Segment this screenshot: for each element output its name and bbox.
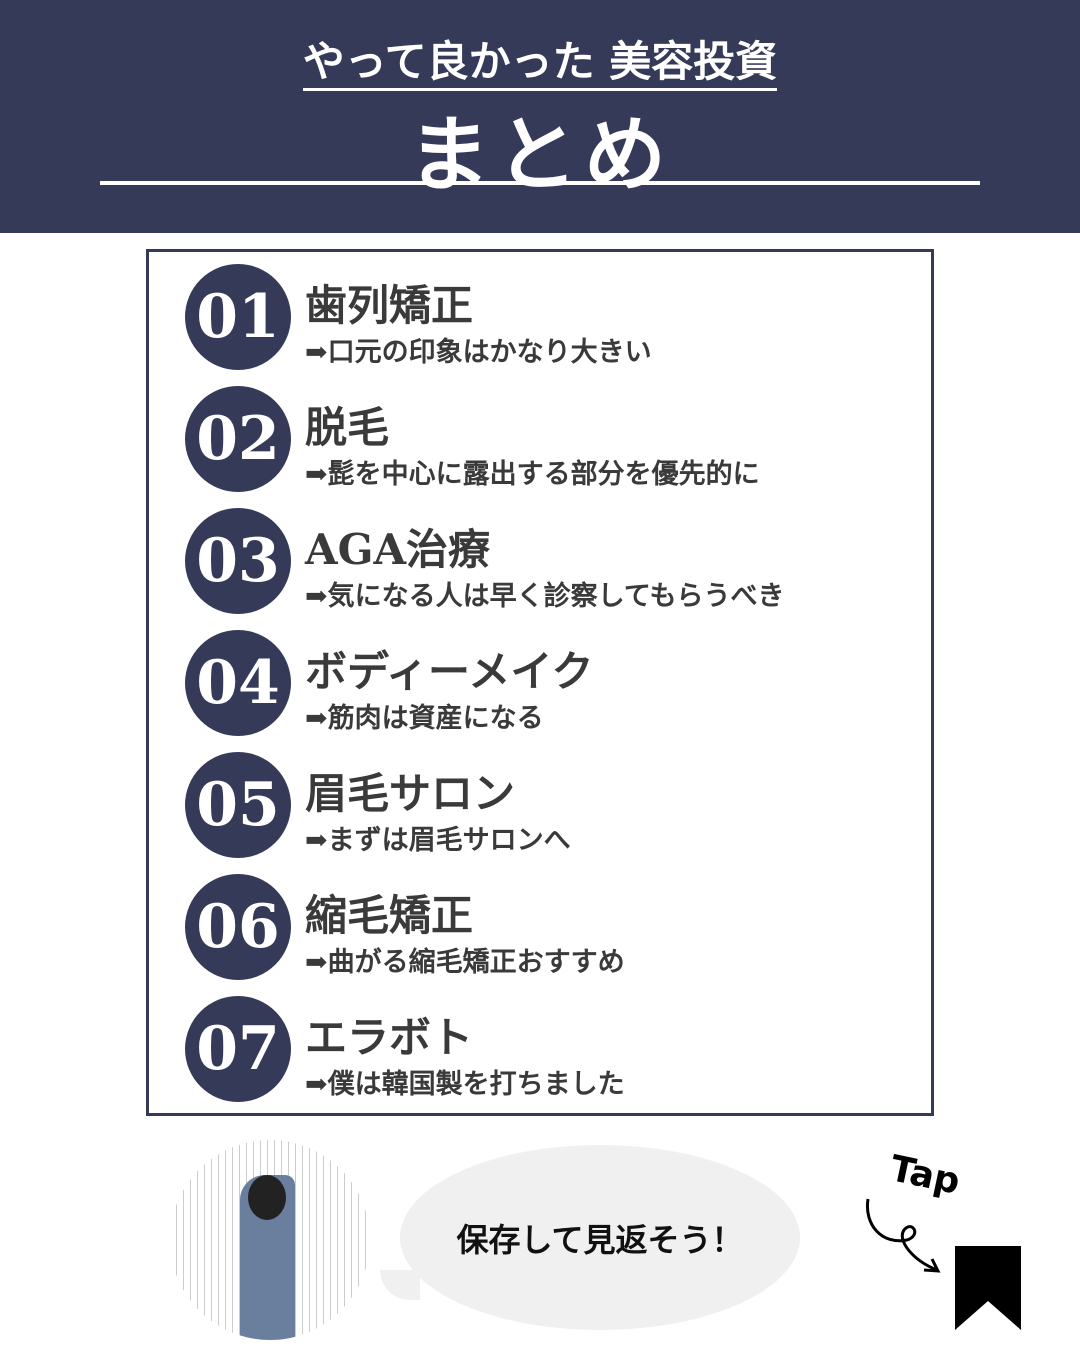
list-item: 03 AGA治療 ➡気になる人は早く診察してもらうべき [185, 508, 925, 614]
item-title: 脱毛 [305, 403, 390, 452]
number-badge: 01 [185, 264, 291, 370]
bubble-text: 保存して見返そう！ [456, 1220, 744, 1259]
list-item: 07 エラボト ➡僕は韓国製を打ちました [185, 996, 925, 1102]
list-item: 06 縮毛矯正 ➡曲がる縮毛矯正おすすめ [185, 874, 925, 980]
item-title: ボディーメイク [305, 647, 594, 696]
item-desc: ➡まずは眉毛サロンへ [305, 825, 571, 856]
header-subtitle: やって良かった 美容投資 [302, 37, 778, 91]
summary-list: 01 歯列矯正 ➡口元の印象はかなり大きい 02 脱毛 ➡髭を中心に露出する部分を優先的… [146, 249, 934, 1116]
number-badge: 06 [185, 874, 291, 980]
curved-arrow-icon [865, 1198, 941, 1273]
speech-bubble-tail [380, 1270, 420, 1300]
item-desc: ➡筋肉は資産になる [305, 703, 544, 734]
list-item: 02 脱毛 ➡髭を中心に露出する部分を優先的に [185, 386, 925, 492]
item-desc: ➡僕は韓国製を打ちました [305, 1069, 625, 1100]
list-item: 01 歯列矯正 ➡口元の印象はかなり大きい [185, 264, 925, 370]
header-title: まとめ [407, 107, 672, 203]
number-badge: 02 [185, 386, 291, 492]
item-desc: ➡曲がる縮毛矯正おすすめ [305, 947, 625, 978]
item-title: 歯列矯正 [305, 281, 474, 330]
list-item: 04 ボディーメイク ➡筋肉は資産になる [185, 630, 925, 736]
number-badge: 05 [185, 752, 291, 858]
item-title: 眉毛サロン [305, 769, 516, 818]
item-desc: ➡髭を中心に露出する部分を優先的に [305, 459, 760, 490]
bookmark-icon[interactable] [955, 1246, 1021, 1330]
item-desc: ➡口元の印象はかなり大きい [305, 337, 652, 368]
avatar [170, 1140, 370, 1340]
item-title: 縮毛矯正 [305, 891, 474, 940]
item-title: AGA治療 [305, 525, 491, 574]
list-item: 05 眉毛サロン ➡まずは眉毛サロンへ [185, 752, 925, 858]
item-title: エラボト [305, 1013, 474, 1062]
speech-bubble: 保存して見返そう！ [400, 1145, 800, 1330]
header: やって良かった 美容投資 まとめ [0, 0, 1080, 233]
number-badge: 04 [185, 630, 291, 736]
item-desc: ➡気になる人は早く診察してもらうべき [305, 581, 785, 612]
divider [100, 181, 980, 185]
number-badge: 03 [185, 508, 291, 614]
number-badge: 07 [185, 996, 291, 1102]
